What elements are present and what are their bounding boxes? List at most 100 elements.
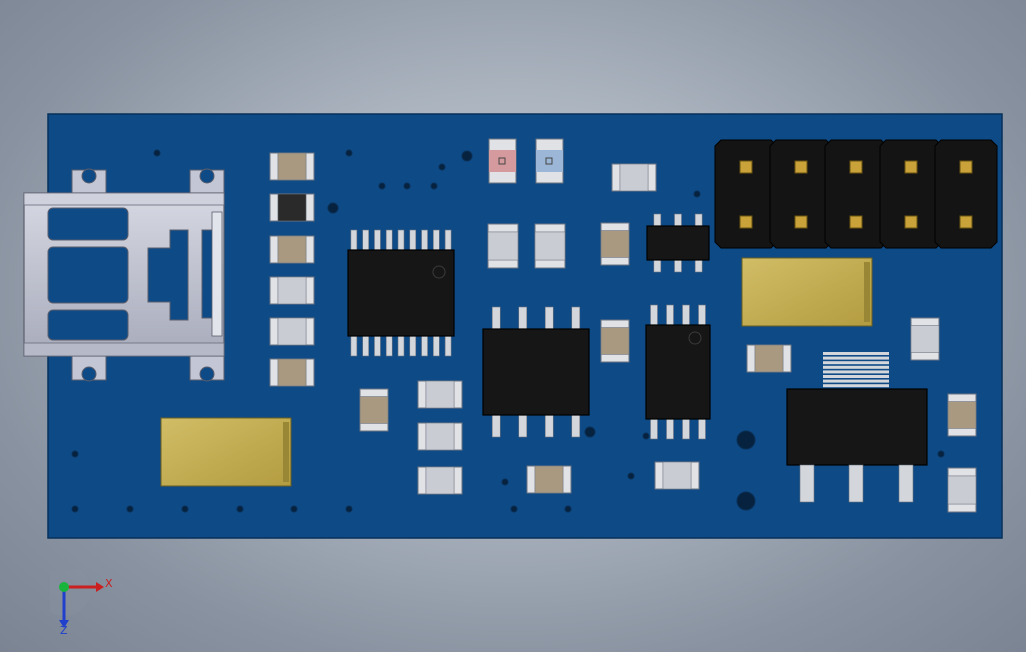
smd-component	[269, 152, 315, 181]
pin-header[interactable]	[714, 139, 998, 249]
ic-body	[646, 225, 710, 261]
regulator-tab-fin	[823, 370, 889, 374]
header-pin	[739, 160, 753, 174]
header-pin	[904, 215, 918, 229]
x-axis-arrow-head	[96, 582, 104, 592]
usb-shell-cutout	[47, 246, 129, 304]
ic-pin	[433, 335, 440, 357]
regulator-pin	[898, 464, 914, 503]
header-housing-segment	[769, 139, 833, 249]
ic-pin	[544, 414, 554, 438]
via	[642, 432, 650, 440]
ic-chip	[347, 229, 455, 357]
via	[403, 182, 411, 190]
via	[126, 505, 134, 513]
usb-side-rail	[211, 211, 223, 337]
capacitor-body	[160, 417, 292, 487]
ic-pin	[674, 213, 682, 227]
header-pin	[904, 160, 918, 174]
via	[736, 491, 756, 511]
ic-pin	[682, 418, 690, 440]
capacitor-polarity-band	[864, 262, 870, 322]
smd-component-group	[269, 152, 977, 513]
smd-body	[277, 358, 307, 387]
header-pin	[849, 160, 863, 174]
tantalum-capacitor	[741, 257, 873, 327]
smd-body	[277, 276, 307, 305]
smd-body	[277, 152, 307, 181]
ic-chip	[646, 213, 710, 273]
usb-shell-cutout	[47, 207, 129, 241]
via	[345, 149, 353, 157]
ic-pin	[650, 418, 658, 440]
usb-connector[interactable]	[23, 168, 225, 382]
ic-pin1-marker	[432, 265, 446, 279]
usb-shell-cutout	[47, 309, 129, 341]
header-pin	[849, 215, 863, 229]
ic-pin	[397, 229, 405, 251]
smd-body	[910, 325, 940, 353]
smd-body	[425, 422, 455, 451]
header-pin	[959, 215, 973, 229]
ic-pin	[518, 306, 528, 330]
header-housing-segment	[824, 139, 888, 249]
ic-pin	[433, 229, 440, 251]
ic-pin	[409, 335, 417, 357]
smd-component	[947, 467, 977, 513]
via	[693, 190, 701, 198]
smd-body	[534, 465, 564, 494]
ic-pin	[444, 335, 452, 357]
regulator-tab-fin	[823, 365, 889, 369]
ic-pin	[682, 304, 690, 326]
via	[430, 182, 438, 190]
regulator-tab-fin	[823, 356, 889, 360]
via	[564, 505, 572, 513]
smd-component	[746, 344, 792, 373]
smd-body	[662, 461, 692, 490]
ic-pin	[544, 306, 554, 330]
ic-pin	[666, 304, 674, 326]
smd-component	[600, 222, 630, 266]
smd-component	[417, 422, 463, 451]
ic-pin	[421, 335, 428, 357]
smd-component	[534, 223, 566, 269]
regulator-pin	[848, 464, 864, 503]
tantalum-capacitor	[160, 417, 292, 487]
usb-tab-notch	[81, 168, 97, 184]
smd-component	[947, 393, 977, 437]
ic-pin	[444, 229, 452, 251]
ic-pin	[666, 418, 674, 440]
via	[584, 426, 596, 438]
smd-component	[269, 317, 315, 346]
ic-body	[347, 249, 455, 337]
smd-body	[534, 231, 566, 261]
tantalum-capacitor-group	[160, 257, 873, 487]
usb-shell-lip	[23, 342, 225, 357]
ic-pin	[491, 306, 501, 330]
header-housing-segment	[714, 139, 778, 249]
ic-chip	[645, 304, 711, 440]
smd-body	[619, 163, 649, 192]
ic-pin	[650, 304, 658, 326]
via	[461, 150, 473, 162]
regulator-tab-fin	[823, 375, 889, 378]
smd-body	[277, 235, 307, 264]
smd-component	[417, 466, 463, 495]
smd-body	[277, 317, 307, 346]
smd-component	[359, 388, 389, 432]
ic-pin	[653, 259, 662, 273]
ic-pin	[491, 414, 501, 438]
ic-pin1-marker	[688, 331, 702, 345]
via	[501, 478, 509, 486]
usb-shell-lip	[23, 192, 225, 206]
ic-pin	[571, 306, 581, 330]
smd-component	[269, 358, 315, 387]
via	[736, 430, 756, 450]
smd-component	[654, 461, 700, 490]
smd-body	[425, 380, 455, 409]
usb-shell-cutout	[147, 229, 189, 321]
header-housing-segment	[879, 139, 943, 249]
via	[236, 505, 244, 513]
